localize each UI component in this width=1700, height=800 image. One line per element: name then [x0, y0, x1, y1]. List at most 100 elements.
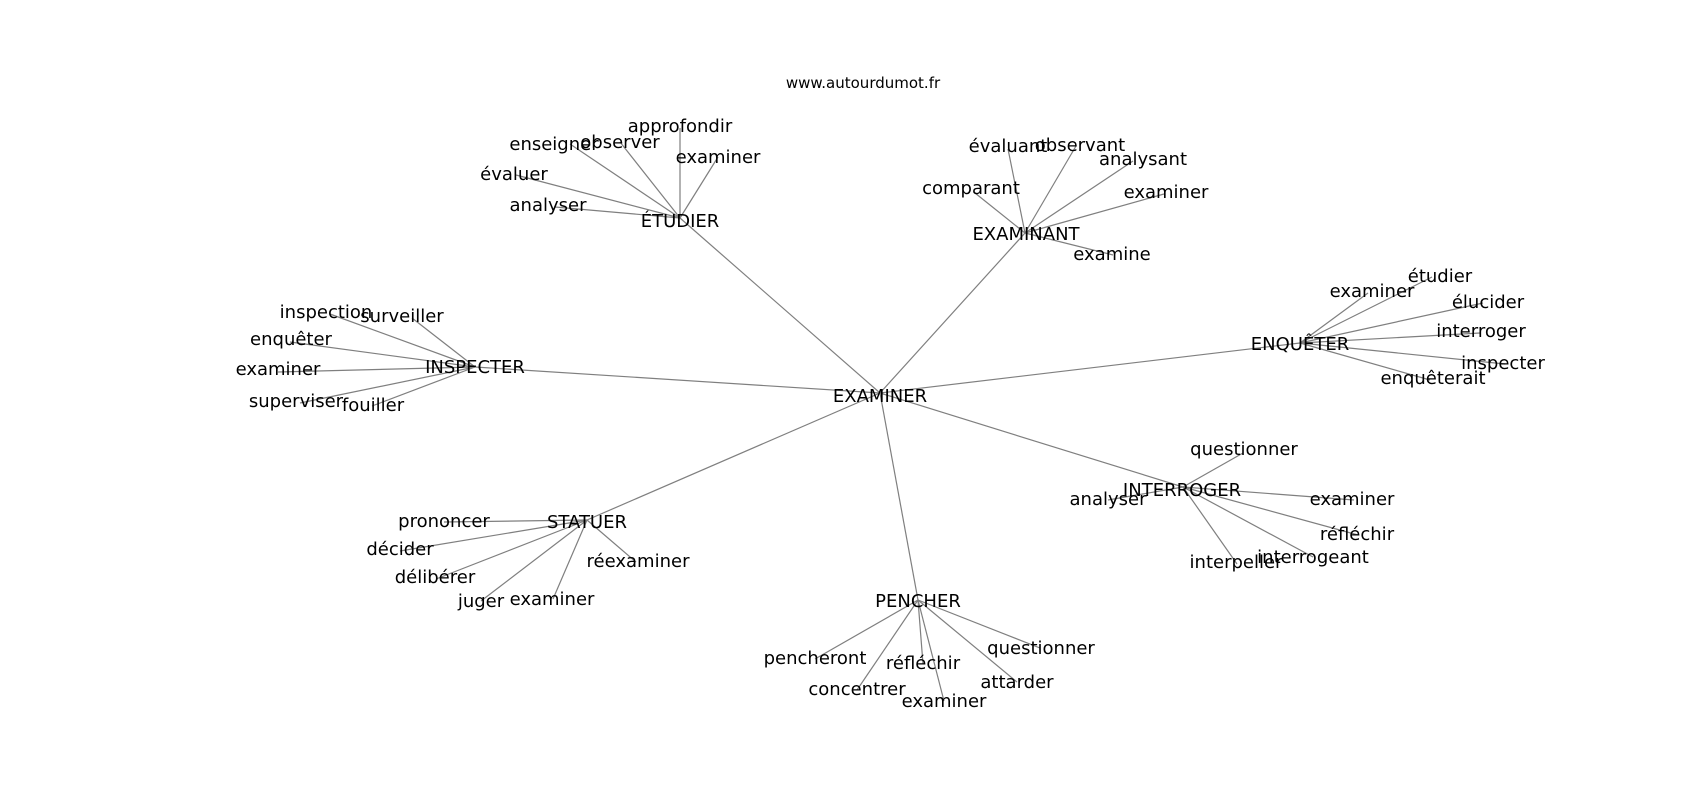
- leaf-node: pencheront: [764, 648, 867, 669]
- edge-hub-to-leaf: [586, 519, 637, 563]
- edge-center-to-hub: [679, 217, 881, 394]
- edge-hub-to-leaf: [1024, 160, 1134, 234]
- edge-hub-to-leaf: [480, 519, 588, 602]
- edge-hub-to-leaf: [1182, 486, 1238, 565]
- center-node: EXAMINER: [833, 386, 927, 407]
- edge-hub-to-leaf: [974, 192, 1026, 234]
- edge-hub-to-leaf: [554, 206, 681, 219]
- hub-node: STATUER: [547, 512, 627, 533]
- leaf-node: réfléchir: [1320, 524, 1395, 545]
- edge-hub-to-leaf: [1299, 302, 1484, 344]
- leaf-node: enseigner: [509, 134, 599, 155]
- edge-center-to-hub: [879, 232, 1026, 394]
- leaf-node: examiner: [1310, 489, 1395, 510]
- leaf-node: interpeller: [1190, 552, 1284, 573]
- edge-hub-to-leaf: [1107, 486, 1184, 501]
- edge-hub-to-leaf: [1299, 332, 1481, 344]
- leaf-node: juger: [457, 591, 505, 612]
- edge-hub-to-leaf: [917, 599, 1041, 649]
- leaf-node: analysant: [1099, 149, 1187, 170]
- edge-center-to-hub: [879, 342, 1301, 394]
- leaf-node: interrogeant: [1257, 547, 1369, 568]
- edge-hub-to-leaf: [1182, 452, 1244, 488]
- leaf-node: évaluant: [969, 136, 1048, 157]
- edge-hub-to-leaf: [552, 519, 588, 600]
- edge-hub-to-leaf: [371, 366, 476, 407]
- edge-hub-to-leaf: [1024, 232, 1114, 256]
- edge-hub-to-leaf: [569, 143, 681, 219]
- leaf-node: prononcer: [398, 511, 490, 532]
- edge-hub-to-leaf: [1299, 342, 1506, 365]
- edge-center-to-hub: [879, 392, 919, 601]
- hub-node: INTERROGER: [1123, 480, 1241, 501]
- leaf-node: délibérer: [395, 567, 476, 588]
- leaf-node: examiner: [236, 359, 321, 380]
- edge-hub-to-leaf: [1007, 148, 1026, 234]
- edge-hub-to-leaf: [917, 599, 945, 702]
- leaf-node: inspecter: [1461, 353, 1545, 374]
- leaf-node: élucider: [1452, 292, 1525, 313]
- hub-node: EXAMINANT: [972, 224, 1080, 245]
- leaf-node: examiner: [1330, 281, 1415, 302]
- leaf-node: inspection: [280, 302, 373, 323]
- hub-node: ENQUÊTER: [1251, 333, 1349, 355]
- edge-hub-to-leaf: [399, 519, 588, 552]
- edge-hub-to-leaf: [277, 366, 476, 373]
- leaf-node: enquêterait: [1380, 368, 1485, 389]
- edge-hub-to-leaf: [289, 341, 476, 368]
- edge-center-to-hub: [879, 392, 1184, 488]
- edge-hub-to-leaf: [1182, 486, 1314, 558]
- edge-hub-to-leaf: [856, 599, 919, 691]
- leaf-node: attarder: [980, 672, 1054, 693]
- edge-hub-to-leaf: [917, 599, 1018, 683]
- edge-hub-to-leaf: [619, 141, 681, 219]
- leaf-node: examiner: [510, 589, 595, 610]
- edge-hub-to-leaf: [1299, 276, 1433, 344]
- edge-hub-to-leaf: [917, 599, 924, 665]
- leaf-node: enquêter: [250, 329, 333, 350]
- hub-node: INSPECTER: [425, 357, 525, 378]
- leaf-node: examiner: [902, 691, 987, 712]
- leaf-node: analyser: [510, 195, 588, 216]
- edge-hub-to-leaf: [1024, 193, 1165, 234]
- leaf-node: interroger: [1436, 321, 1526, 342]
- leaf-node: observant: [1035, 135, 1125, 156]
- leaf-node: fouiller: [342, 395, 405, 416]
- leaf-node: observer: [580, 132, 660, 153]
- leaf-node: superviser: [249, 391, 344, 412]
- edge-center-to-hub: [474, 366, 881, 394]
- hub-node: ÉTUDIER: [641, 210, 720, 232]
- edge-hub-to-leaf: [1299, 292, 1369, 344]
- hub-node: PENCHER: [875, 591, 961, 612]
- leaf-node: comparant: [922, 178, 1020, 199]
- graph-edges: [277, 128, 1506, 702]
- edge-hub-to-leaf: [329, 313, 476, 368]
- leaf-node: étudier: [1408, 266, 1473, 287]
- edge-hub-to-leaf: [814, 599, 919, 660]
- leaf-node: examiner: [676, 147, 761, 168]
- edge-center-to-hub: [586, 392, 881, 521]
- edge-hub-to-leaf: [1182, 486, 1359, 536]
- leaf-node: analyser: [1070, 489, 1148, 510]
- leaf-node: décider: [366, 539, 434, 560]
- leaf-node: réfléchir: [886, 653, 961, 674]
- leaf-node: examine: [1073, 244, 1150, 265]
- site-url: www.autourdumot.fr: [786, 74, 941, 92]
- edge-hub-to-leaf: [679, 156, 719, 219]
- leaf-node: questionner: [987, 638, 1095, 659]
- edge-hub-to-leaf: [515, 174, 681, 219]
- leaf-node: approfondir: [628, 116, 733, 137]
- leaf-node: surveiller: [360, 306, 444, 327]
- leaf-node: réexaminer: [587, 551, 691, 572]
- edge-hub-to-leaf: [435, 519, 588, 580]
- edge-hub-to-leaf: [411, 317, 476, 368]
- edge-hub-to-leaf: [1024, 145, 1077, 234]
- edge-hub-to-leaf: [1299, 342, 1431, 381]
- leaf-node: évaluer: [480, 164, 548, 185]
- edge-hub-to-leaf: [1182, 486, 1355, 501]
- leaf-node: concentrer: [808, 679, 906, 700]
- leaf-node: questionner: [1190, 439, 1298, 460]
- leaf-node: examiner: [1124, 182, 1209, 203]
